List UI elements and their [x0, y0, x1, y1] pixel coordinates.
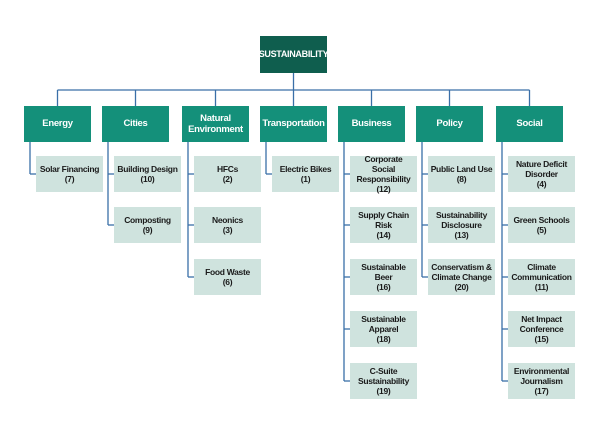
- leaf-count: (11): [534, 282, 549, 293]
- leaf-count: (12): [376, 184, 391, 195]
- leaf-node: Solar Financing(7): [36, 156, 103, 192]
- leaf-node: Composting(9): [114, 207, 181, 243]
- category-node-business: Business: [338, 106, 405, 142]
- leaf-node: Building Design(10): [114, 156, 181, 192]
- leaf-label: Sustainable Apparel: [361, 313, 406, 334]
- leaf-count: (16): [376, 282, 391, 293]
- leaf-node: Public Land Use(8): [428, 156, 495, 192]
- leaf-label: Green Schools: [513, 214, 570, 225]
- leaf-count: (10): [140, 174, 155, 184]
- category-node-social: Social: [496, 106, 563, 142]
- leaf-count: (1): [300, 174, 311, 184]
- leaf-node: Conservatism & Climate Change(20): [428, 259, 495, 295]
- leaf-node: Nature Deficit Disorder(4): [508, 156, 575, 192]
- leaf-label: Composting: [124, 214, 171, 225]
- leaf-label: Conservatism & Climate Change: [431, 261, 492, 282]
- leaf-label: Net Impact Conference: [519, 313, 564, 334]
- leaf-count: (20): [454, 282, 469, 293]
- leaf-label: Sustainability Disclosure: [435, 209, 488, 230]
- leaf-count: (19): [376, 386, 391, 397]
- leaf-label: Food Waste: [205, 266, 250, 277]
- leaf-node: Electric Bikes(1): [272, 156, 339, 192]
- leaf-node: Sustainable Apparel(18): [350, 311, 417, 347]
- root-node-sustainability: SUSTAINABILITY: [259, 36, 329, 73]
- category-node-policy: Policy: [416, 106, 483, 142]
- leaf-count: (9): [142, 225, 153, 235]
- leaf-label: Public Land Use: [430, 163, 493, 174]
- leaf-label: Environmental Journalism: [513, 365, 570, 386]
- leaf-node: Net Impact Conference(15): [508, 311, 575, 347]
- leaf-label: Supply Chain Risk: [358, 209, 409, 230]
- leaf-node: Sustainable Beer(16): [350, 259, 417, 295]
- leaf-node: Supply Chain Risk(14): [350, 207, 417, 243]
- leaf-label: Corporate Social Responsibility: [356, 153, 411, 184]
- leaf-count: (18): [376, 334, 391, 345]
- leaf-node: HFCs(2): [194, 156, 261, 192]
- leaf-count: (13): [454, 230, 469, 241]
- leaf-label: Building Design: [117, 163, 178, 174]
- leaf-node: C-Suite Sustainability(19): [350, 363, 417, 399]
- leaf-node: Environmental Journalism(17): [508, 363, 575, 399]
- leaf-node: Green Schools(5): [508, 207, 575, 243]
- category-node-transportation: Transportation: [260, 106, 327, 142]
- leaf-label: Climate Communication: [511, 261, 572, 282]
- leaf-label: C-Suite Sustainability: [357, 365, 410, 386]
- leaf-count: (8): [456, 174, 467, 184]
- leaf-node: Sustainability Disclosure(13): [428, 207, 495, 243]
- leaf-label: Neonics: [212, 214, 243, 225]
- leaf-count: (6): [222, 277, 233, 287]
- leaf-label: Sustainable Beer: [361, 261, 406, 282]
- category-node-natural-environment: Natural Environment: [182, 106, 249, 142]
- leaf-node: Food Waste(6): [194, 259, 261, 295]
- leaf-count: (4): [536, 179, 547, 190]
- leaf-count: (7): [64, 174, 75, 184]
- leaf-node: Climate Communication(11): [508, 259, 575, 295]
- leaf-label: HFCs: [217, 163, 238, 174]
- leaf-label: Electric Bikes: [279, 163, 332, 174]
- leaf-count: (2): [222, 174, 233, 184]
- leaf-count: (15): [534, 334, 549, 345]
- leaf-count: (3): [222, 225, 233, 235]
- category-node-cities: Cities: [102, 106, 169, 142]
- leaf-count: (14): [376, 230, 391, 241]
- leaf-count: (17): [534, 386, 549, 397]
- leaf-count: (5): [536, 225, 547, 235]
- category-node-energy: Energy: [24, 106, 91, 142]
- leaf-node: Neonics(3): [194, 207, 261, 243]
- leaf-label: Solar Financing: [39, 163, 100, 174]
- leaf-node: Corporate Social Responsibility(12): [350, 153, 417, 195]
- leaf-label: Nature Deficit Disorder: [515, 158, 568, 179]
